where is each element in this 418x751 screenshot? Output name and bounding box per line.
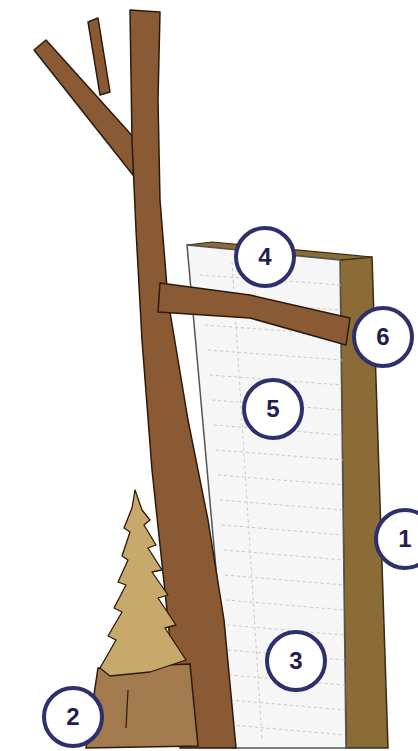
callout-circle: 4 [234, 226, 296, 288]
guard-seam [126, 690, 128, 728]
callout-number: 1 [398, 525, 411, 553]
callout-number: 2 [66, 703, 79, 731]
callout-circle: 2 [42, 686, 104, 748]
callout-number: 6 [376, 323, 389, 351]
callout-number: 5 [266, 395, 279, 423]
callout-number: 4 [258, 243, 271, 271]
callout-circle: 5 [242, 378, 304, 440]
seedling [100, 490, 186, 676]
tree-guard [86, 664, 198, 748]
callout-circle: 6 [352, 306, 414, 368]
branch [158, 283, 350, 345]
callout-number: 3 [289, 647, 302, 675]
tree-trunk [34, 10, 236, 748]
callout-circle: 3 [265, 630, 327, 692]
